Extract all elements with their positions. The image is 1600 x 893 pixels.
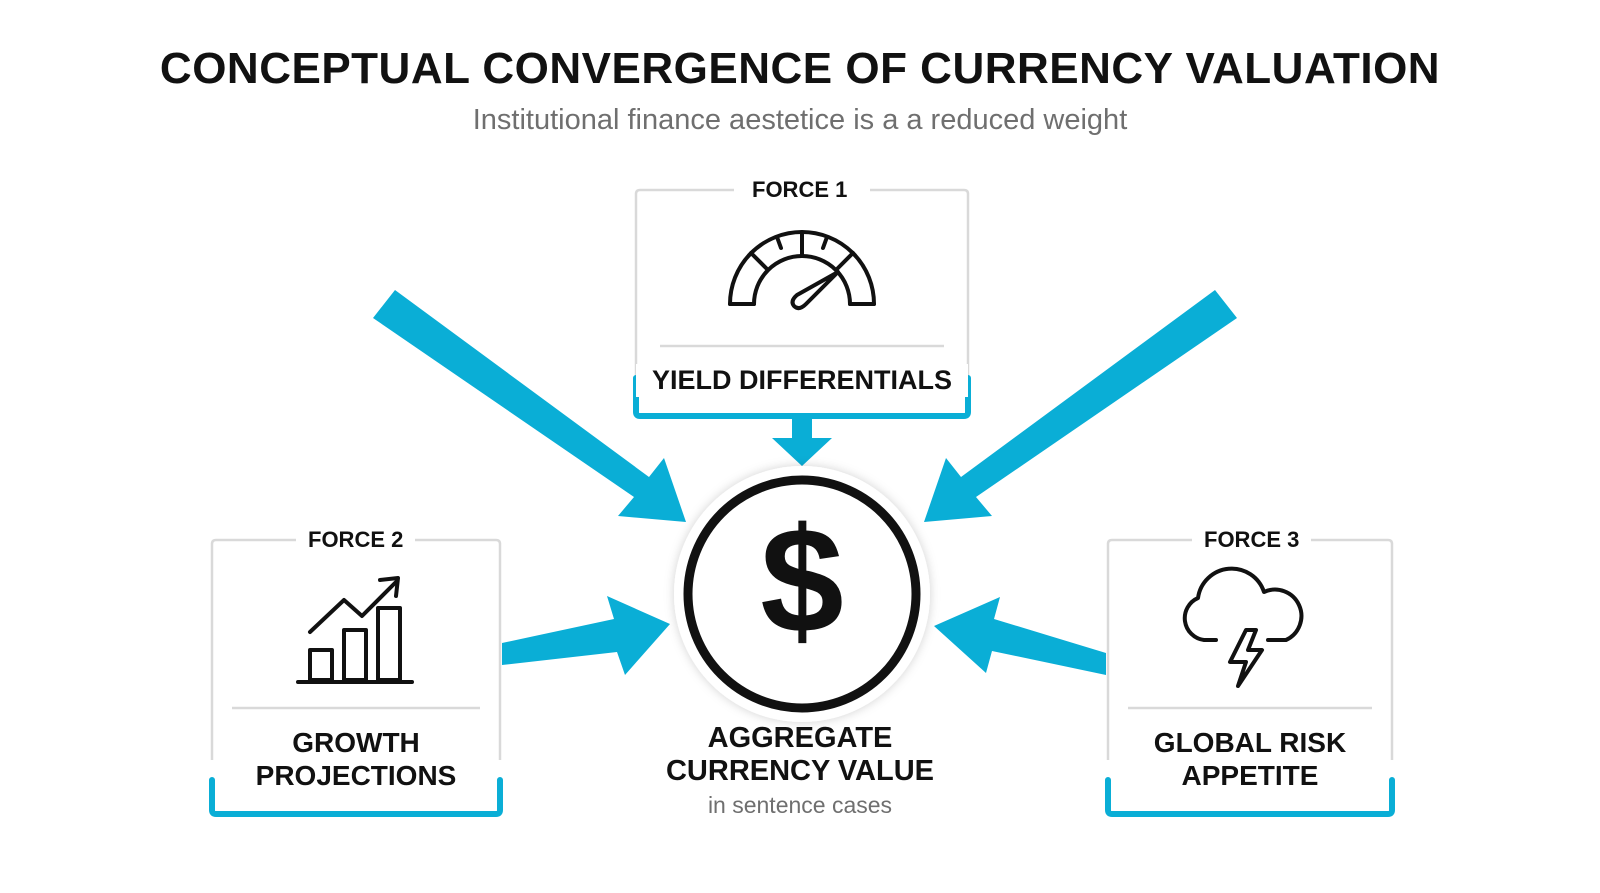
bar-chart-trend-icon xyxy=(296,576,414,684)
center-circle xyxy=(683,475,921,713)
page-title: CONCEPTUAL CONVERGENCE OF CURRENCY VALUA… xyxy=(159,44,1441,93)
upper-right-arrow xyxy=(924,290,1237,522)
upper-left-arrow xyxy=(373,290,686,522)
force-3-title-line-1: GLOBAL RISK xyxy=(1153,727,1347,758)
force-2-card-base xyxy=(209,777,503,817)
force-1-label: FORCE 1 xyxy=(740,177,860,203)
force-1-title: YIELD DIFFERENTIALS xyxy=(636,364,968,397)
force-3-card-base xyxy=(1105,777,1395,817)
gauge-icon xyxy=(728,230,876,311)
page-subtitle: Institutional finance aestetice is a a r… xyxy=(472,104,1128,136)
force-2-title-line-2: PROJECTIONS xyxy=(255,760,457,791)
force-3-label: FORCE 3 xyxy=(1192,527,1312,553)
center-title-line-2: CURRENCY VALUE xyxy=(665,755,934,787)
center-title: AGGREGATE CURRENCY VALUE xyxy=(600,722,1000,788)
force-2-card xyxy=(209,538,503,817)
force-2-label: FORCE 2 xyxy=(296,527,416,553)
storm-cloud-icon xyxy=(1182,566,1304,688)
dollar-icon: $ xyxy=(760,496,843,664)
center-subtitle: in sentence cases xyxy=(707,792,893,818)
force-3-title-line-2: APPETITE xyxy=(1181,760,1319,791)
center-title-line-1: AGGREGATE xyxy=(707,722,893,754)
force-1-card-border xyxy=(634,188,970,380)
force-1-arrow xyxy=(772,416,832,466)
force-3-card xyxy=(1105,538,1395,817)
force-3-card-border xyxy=(1106,538,1394,760)
force-2-arrow xyxy=(502,596,670,675)
force-3-arrow xyxy=(934,597,1106,675)
center-node: $ xyxy=(674,466,930,722)
force-2-card-border xyxy=(210,538,502,760)
force-2-title-line-1: GROWTH xyxy=(292,727,420,758)
force-3-title: GLOBAL RISK APPETITE xyxy=(1108,726,1392,792)
force-2-title: GROWTH PROJECTIONS xyxy=(212,726,500,792)
